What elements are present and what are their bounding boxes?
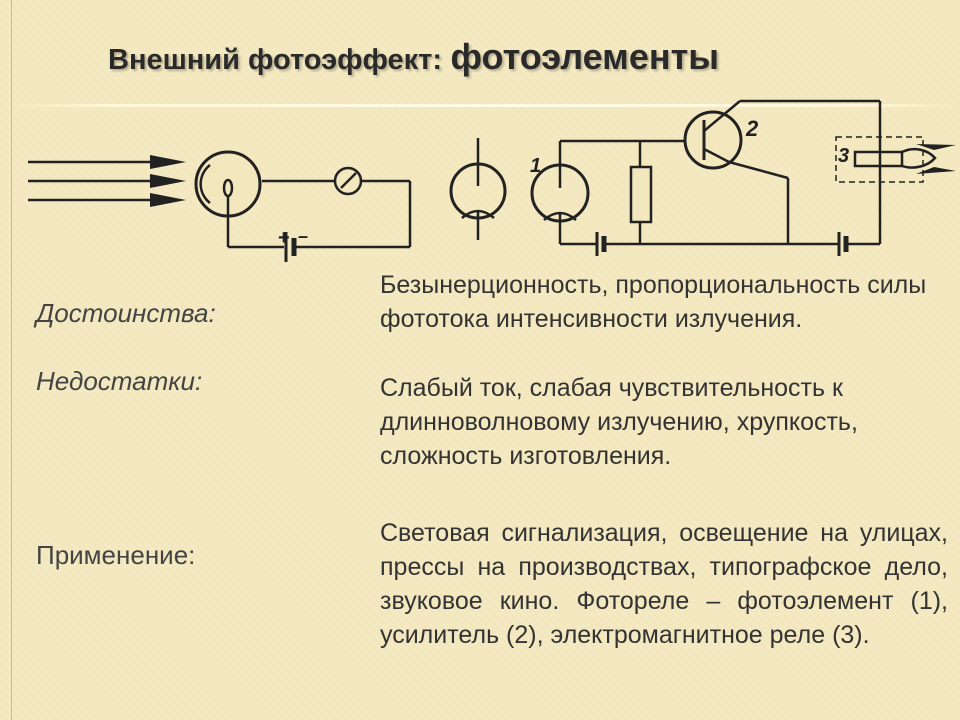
title-underline — [12, 104, 960, 107]
title-part-2: фотоэлементы — [450, 36, 719, 77]
relay-3-box — [835, 136, 924, 183]
slide-title: Внешний фотоэффект: фотоэлементы — [108, 36, 719, 78]
relay-3-contact — [901, 147, 937, 169]
photocell-circuit-diagram: 1 2 3 + – — [28, 99, 956, 262]
advantages-text: Безынерционность, пропорциональность сил… — [380, 271, 927, 333]
resistor — [629, 165, 653, 224]
photocell-cathode — [199, 164, 211, 204]
disadvantages-label: Недостатки: — [36, 366, 203, 396]
light-ray-arrowheads — [150, 144, 956, 207]
application-label: Применение: — [36, 540, 196, 570]
transistor-2 — [683, 110, 743, 170]
label-minus: – — [298, 226, 308, 246]
label-plus: + — [278, 227, 290, 249]
application-text: Световая сигнализация, освещение на улиц… — [380, 519, 948, 649]
slide-frame-line — [11, 0, 12, 720]
label-amplifier-2: 2 — [745, 116, 759, 141]
label-photocell-1: 1 — [530, 155, 541, 177]
light-rays — [28, 160, 170, 202]
label-relay-3: 3 — [838, 145, 849, 167]
advantages-label: Достоинства: — [36, 298, 216, 328]
title-part-1: Внешний фотоэффект: — [108, 44, 443, 76]
disadvantages-text: Слабый ток, слабая чувствительность к дл… — [380, 374, 858, 470]
relay-3-rod — [853, 150, 904, 168]
